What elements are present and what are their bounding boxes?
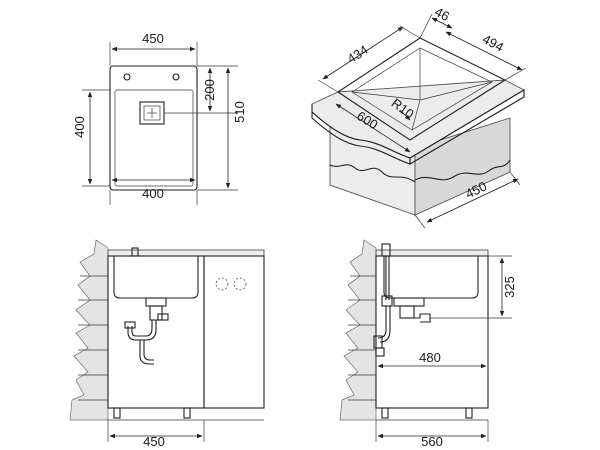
knob-left xyxy=(215,277,229,291)
drain-cover xyxy=(139,101,165,125)
dim-side-drain-depth: 480 xyxy=(419,350,441,365)
front-sink-bowl xyxy=(113,256,199,299)
side-tap xyxy=(381,243,391,300)
side-drain-trap xyxy=(373,295,431,357)
dim-side-cabinet-depth: 560 xyxy=(421,434,443,449)
dim-top-bowl-depth: 400 xyxy=(72,116,87,138)
front-tap xyxy=(131,247,139,257)
cabinet-cut-edge xyxy=(329,164,416,183)
dim-iso-rim: 46 xyxy=(432,4,452,24)
dim-front-width: 450 xyxy=(143,434,165,449)
bowl-outline xyxy=(114,89,194,187)
cabinet-side-outline xyxy=(375,255,489,409)
sink-outline xyxy=(109,65,198,191)
adjacent-cabinet xyxy=(203,255,265,409)
countertop-side xyxy=(375,249,489,257)
front-view: 450 xyxy=(69,239,265,449)
dim-top-bowl-width: 400 xyxy=(142,186,164,201)
side-sink-bowl xyxy=(383,256,479,299)
dim-top-width: 450 xyxy=(142,31,164,46)
brick-wall-side xyxy=(339,239,377,421)
countertop-front xyxy=(107,249,265,257)
leg-left xyxy=(113,407,121,419)
front-drain-trap xyxy=(124,297,169,365)
dim-top-drain-offset: 200 xyxy=(202,79,217,101)
top-view: 450 400 400 200 510 xyxy=(72,31,247,205)
dim-side-bowl-height: 325 xyxy=(502,276,517,298)
side-view: 325 480 560 xyxy=(339,239,517,449)
isometric-view: 434 46 494 R10 600 450 xyxy=(311,4,527,229)
knob-right xyxy=(233,277,247,291)
leg-right xyxy=(183,407,191,419)
brick-wall-front xyxy=(69,239,109,421)
tap-hole-left xyxy=(123,73,131,81)
side-leg-right xyxy=(465,407,473,419)
side-leg-left xyxy=(381,407,389,419)
tap-hole-right xyxy=(172,73,180,81)
dim-top-overall-depth: 510 xyxy=(232,101,247,123)
